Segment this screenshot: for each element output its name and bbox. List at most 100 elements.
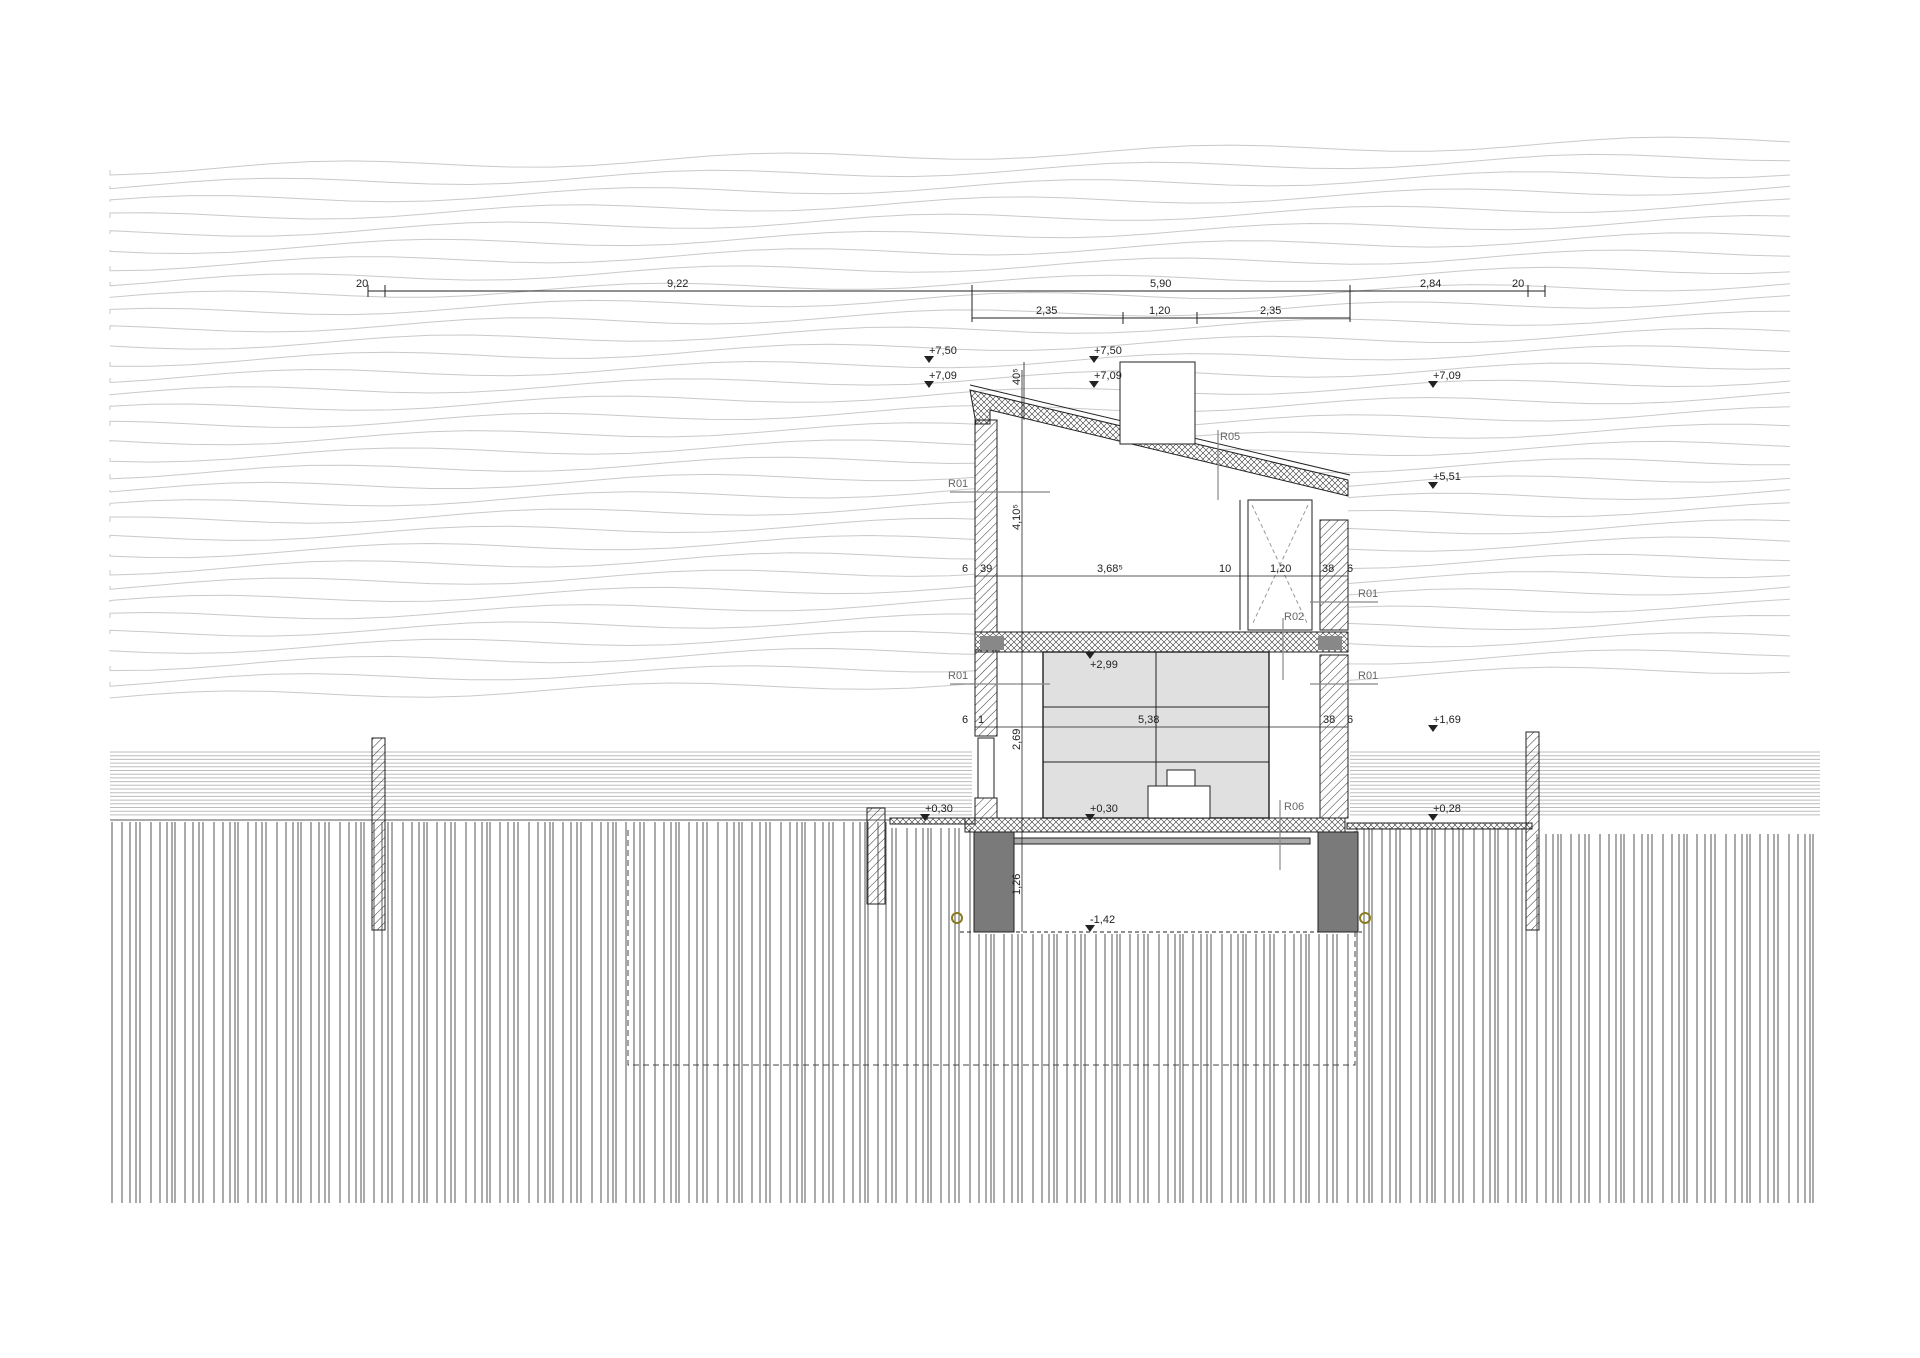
intermediate-floor xyxy=(974,631,1349,653)
sky-wave-line xyxy=(109,586,1791,620)
level-l6: +5,51 xyxy=(1433,471,1461,483)
sky-wave-line xyxy=(109,571,1791,603)
sky-wave-line xyxy=(109,536,1791,576)
dim-vertical-1: 4,10⁵ xyxy=(1011,504,1023,530)
chimney xyxy=(1119,361,1196,445)
ground-surface xyxy=(110,817,1533,830)
dimension-lines xyxy=(367,285,1546,932)
ref-r06: R06 xyxy=(1284,801,1304,813)
dim-lower-4: 6 xyxy=(1347,714,1353,726)
ref-r01-upper-right: R01 xyxy=(1358,588,1378,600)
dim-lower-2: 5,38 xyxy=(1138,714,1159,726)
sky-wave-line xyxy=(109,553,1791,590)
soil-hatching xyxy=(111,822,1814,1203)
dim-lower-3: 38 xyxy=(1323,714,1335,726)
level-l10: +0,30 xyxy=(1090,803,1118,815)
drain-right-icon xyxy=(1359,912,1371,924)
sky-wave-line xyxy=(109,519,1791,559)
dim-overall-4: 20 xyxy=(1512,278,1524,290)
dim-overall-1: 9,22 xyxy=(667,278,688,290)
left-window xyxy=(977,737,995,799)
ground-floor-slab xyxy=(964,817,1346,833)
ref-r02: R02 xyxy=(1284,611,1304,623)
foundation-right xyxy=(1317,831,1359,933)
dim-sub-2: 2,35 xyxy=(1260,305,1281,317)
level-l5: +7,09 xyxy=(1433,370,1461,382)
right-wall-lower xyxy=(1319,654,1349,819)
level-l9: +0,30 xyxy=(925,803,953,815)
sky-wave-line xyxy=(109,327,1791,367)
dim-vertical-2: 2,69 xyxy=(1011,729,1023,750)
sky-wave-line xyxy=(109,423,1791,463)
dim-upper-2: 3,68⁵ xyxy=(1097,563,1123,575)
sky-wave-line xyxy=(109,249,1791,287)
level-l7: +2,99 xyxy=(1090,659,1118,671)
sky-wave-line xyxy=(109,295,1791,333)
ref-r01-upper-left: R01 xyxy=(948,478,968,490)
dim-upper-0: 6 xyxy=(962,563,968,575)
dim-upper-4: 1,20 xyxy=(1270,563,1291,575)
dim-vertical-0: 40⁵ xyxy=(1011,368,1023,385)
dim-upper-6: 6 xyxy=(1347,563,1353,575)
sky-wave-line xyxy=(109,171,1791,203)
level-l12: -1,42 xyxy=(1090,914,1115,926)
level-l2: +7,09 xyxy=(929,370,957,382)
sky-wave-line xyxy=(109,502,1791,541)
sky-wave-line xyxy=(109,489,1791,524)
fence-post-left xyxy=(371,737,386,931)
dim-vertical-3: 1,26 xyxy=(1011,874,1023,895)
sky-wave-line xyxy=(109,266,1791,298)
level-l4: +7,09 xyxy=(1094,370,1122,382)
garden-wall xyxy=(866,807,886,905)
sky-wave-line xyxy=(109,406,1791,446)
level-l1: +7,50 xyxy=(929,345,957,357)
dim-sub-0: 2,35 xyxy=(1036,305,1057,317)
sky-wave-line xyxy=(109,310,1791,350)
sky-wave-line xyxy=(109,185,1791,220)
sky-wave-line xyxy=(109,153,1791,190)
ref-r05: R05 xyxy=(1220,431,1240,443)
level-l11: +0,28 xyxy=(1433,803,1461,815)
ref-r01-lower-left: R01 xyxy=(948,670,968,682)
sky-wave-line xyxy=(109,632,1791,672)
sky-wave-line xyxy=(109,136,1791,176)
foundation-left xyxy=(973,831,1015,933)
sky-wave-line xyxy=(109,379,1791,411)
sky-wave-line xyxy=(109,475,1791,507)
dim-overall-0: 20 xyxy=(356,278,368,290)
drain-left-icon xyxy=(951,912,963,924)
sky-wave-line xyxy=(109,283,1791,316)
sky-wave-line xyxy=(109,666,1791,699)
level-markers xyxy=(920,356,1438,932)
sky-wave-line xyxy=(109,345,1791,384)
dim-lower-1: 1 xyxy=(978,714,984,726)
dim-upper-1: 39 xyxy=(980,563,992,575)
level-l3: +7,50 xyxy=(1094,345,1122,357)
sky-wave-line xyxy=(109,649,1791,687)
sky-wave-line xyxy=(109,458,1791,493)
dim-lower-0: 6 xyxy=(962,714,968,726)
sky-wave-line xyxy=(109,214,1791,255)
horizon-band xyxy=(110,751,1820,816)
dim-upper-5: 38 xyxy=(1322,563,1334,575)
reference-markers xyxy=(950,430,1378,870)
fence-post-right xyxy=(1525,731,1540,931)
dim-upper-3: 10 xyxy=(1219,563,1231,575)
dim-overall-2: 5,90 xyxy=(1150,278,1171,290)
dim-sub-1: 1,20 xyxy=(1149,305,1170,317)
sky-wave-line xyxy=(109,198,1791,237)
building-section xyxy=(951,361,1371,933)
right-wall-upper xyxy=(1319,519,1349,631)
sky-wave-line xyxy=(109,440,1791,480)
dim-overall-3: 2,84 xyxy=(1420,278,1441,290)
ref-r01-lower-right: R01 xyxy=(1358,670,1378,682)
sky-wave-line xyxy=(109,232,1791,272)
reference-labels: R01 R01 R01 R01 R02 R05 R06 xyxy=(948,431,1378,813)
level-labels: +7,50 +7,09 +7,50 +7,09 +7,09 +5,51 +2,9… xyxy=(925,345,1461,926)
dimension-labels: 20 9,22 5,90 2,84 20 2,35 1,20 2,35 6 39… xyxy=(356,278,1524,895)
sky-wave-line xyxy=(109,614,1791,654)
sky-wave-line xyxy=(109,391,1791,428)
level-l8: +1,69 xyxy=(1433,714,1461,726)
sky-wave-line xyxy=(109,598,1791,637)
